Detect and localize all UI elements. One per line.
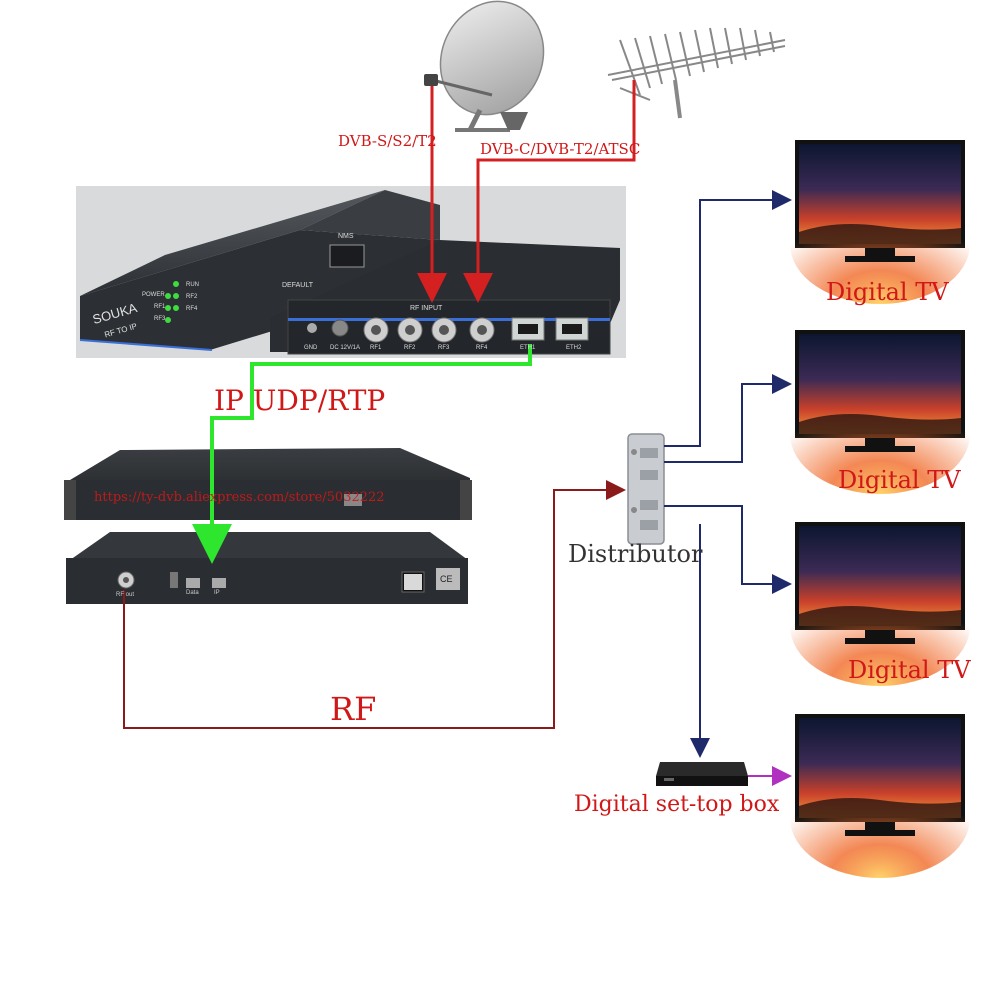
tv-1 — [790, 140, 970, 304]
terrestrial-antenna-icon — [607, 27, 786, 119]
stb-label: Digital set-top box — [574, 792, 780, 817]
distribution-line-tv2 — [664, 374, 792, 463]
terrestrial-signal-label: DVB-C/DVB-T2/ATSC — [480, 140, 641, 158]
set-top-box-icon — [656, 762, 748, 786]
distributor-label: Distributor — [568, 540, 703, 568]
encoder-default-label: DEFAULT — [282, 282, 313, 289]
led-label-rf4: RF4 — [186, 306, 198, 312]
encoder-rf-input-label: RF INPUT — [410, 305, 443, 312]
rack-power-label: CE — [440, 574, 453, 584]
rf-label: RF — [330, 690, 377, 728]
distribution-line-tv3 — [664, 505, 792, 594]
led-label-power: POWER — [142, 292, 165, 298]
port-label-eth1: ETH1 — [520, 345, 536, 351]
led-label-rf1: RF1 — [154, 304, 166, 310]
store-watermark: https://ty-dvb.aliexpress.com/store/5032… — [94, 490, 385, 505]
port-label-rf2: RF2 — [404, 345, 416, 351]
tv-1-label: Digital TV — [826, 278, 949, 306]
distribution-line-tv1 — [664, 190, 792, 447]
tv-3-label: Digital TV — [848, 656, 971, 684]
rf-signal-line — [123, 480, 626, 729]
tv-2 — [790, 330, 970, 494]
rf-to-ip-encoder — [76, 186, 626, 358]
port-label-gnd: GND — [304, 345, 318, 351]
rack-modulator-back — [66, 532, 468, 604]
rack-ip-port-label: IP — [214, 590, 220, 596]
ip-signal-line — [192, 344, 532, 564]
encoder-port-labels: GND DC 12V/1A RF1 RF2 RF3 RF4 ETH1 ETH2 — [288, 345, 610, 355]
port-label-rf4: RF4 — [476, 345, 488, 351]
led-label-rf2: RF2 — [186, 294, 198, 300]
tv-4 — [790, 714, 970, 878]
ip-protocol-label: IP UDP/RTP — [214, 384, 386, 417]
led-label-rf3: RF3 — [154, 316, 166, 322]
rack-data-port-label: Data — [186, 590, 199, 596]
port-label-rf1: RF1 — [370, 345, 382, 351]
satellite-dish-icon — [424, 0, 545, 132]
tv-2-label: Digital TV — [838, 466, 961, 494]
rack-modulator-top — [64, 448, 472, 520]
tv-3 — [790, 522, 970, 686]
distributor-device — [627, 433, 665, 545]
port-label-dc: DC 12V/1A — [330, 345, 361, 351]
rack-rf-port-label: RF out — [116, 592, 135, 598]
port-label-rf3: RF3 — [438, 345, 450, 351]
terrestrial-signal-line — [463, 80, 636, 303]
encoder-nms-label: NMS — [338, 233, 354, 240]
port-label-eth2: ETH2 — [566, 345, 582, 351]
led-label-run: RUN — [186, 282, 199, 288]
satellite-signal-label: DVB-S/S2/T2 — [338, 132, 437, 150]
